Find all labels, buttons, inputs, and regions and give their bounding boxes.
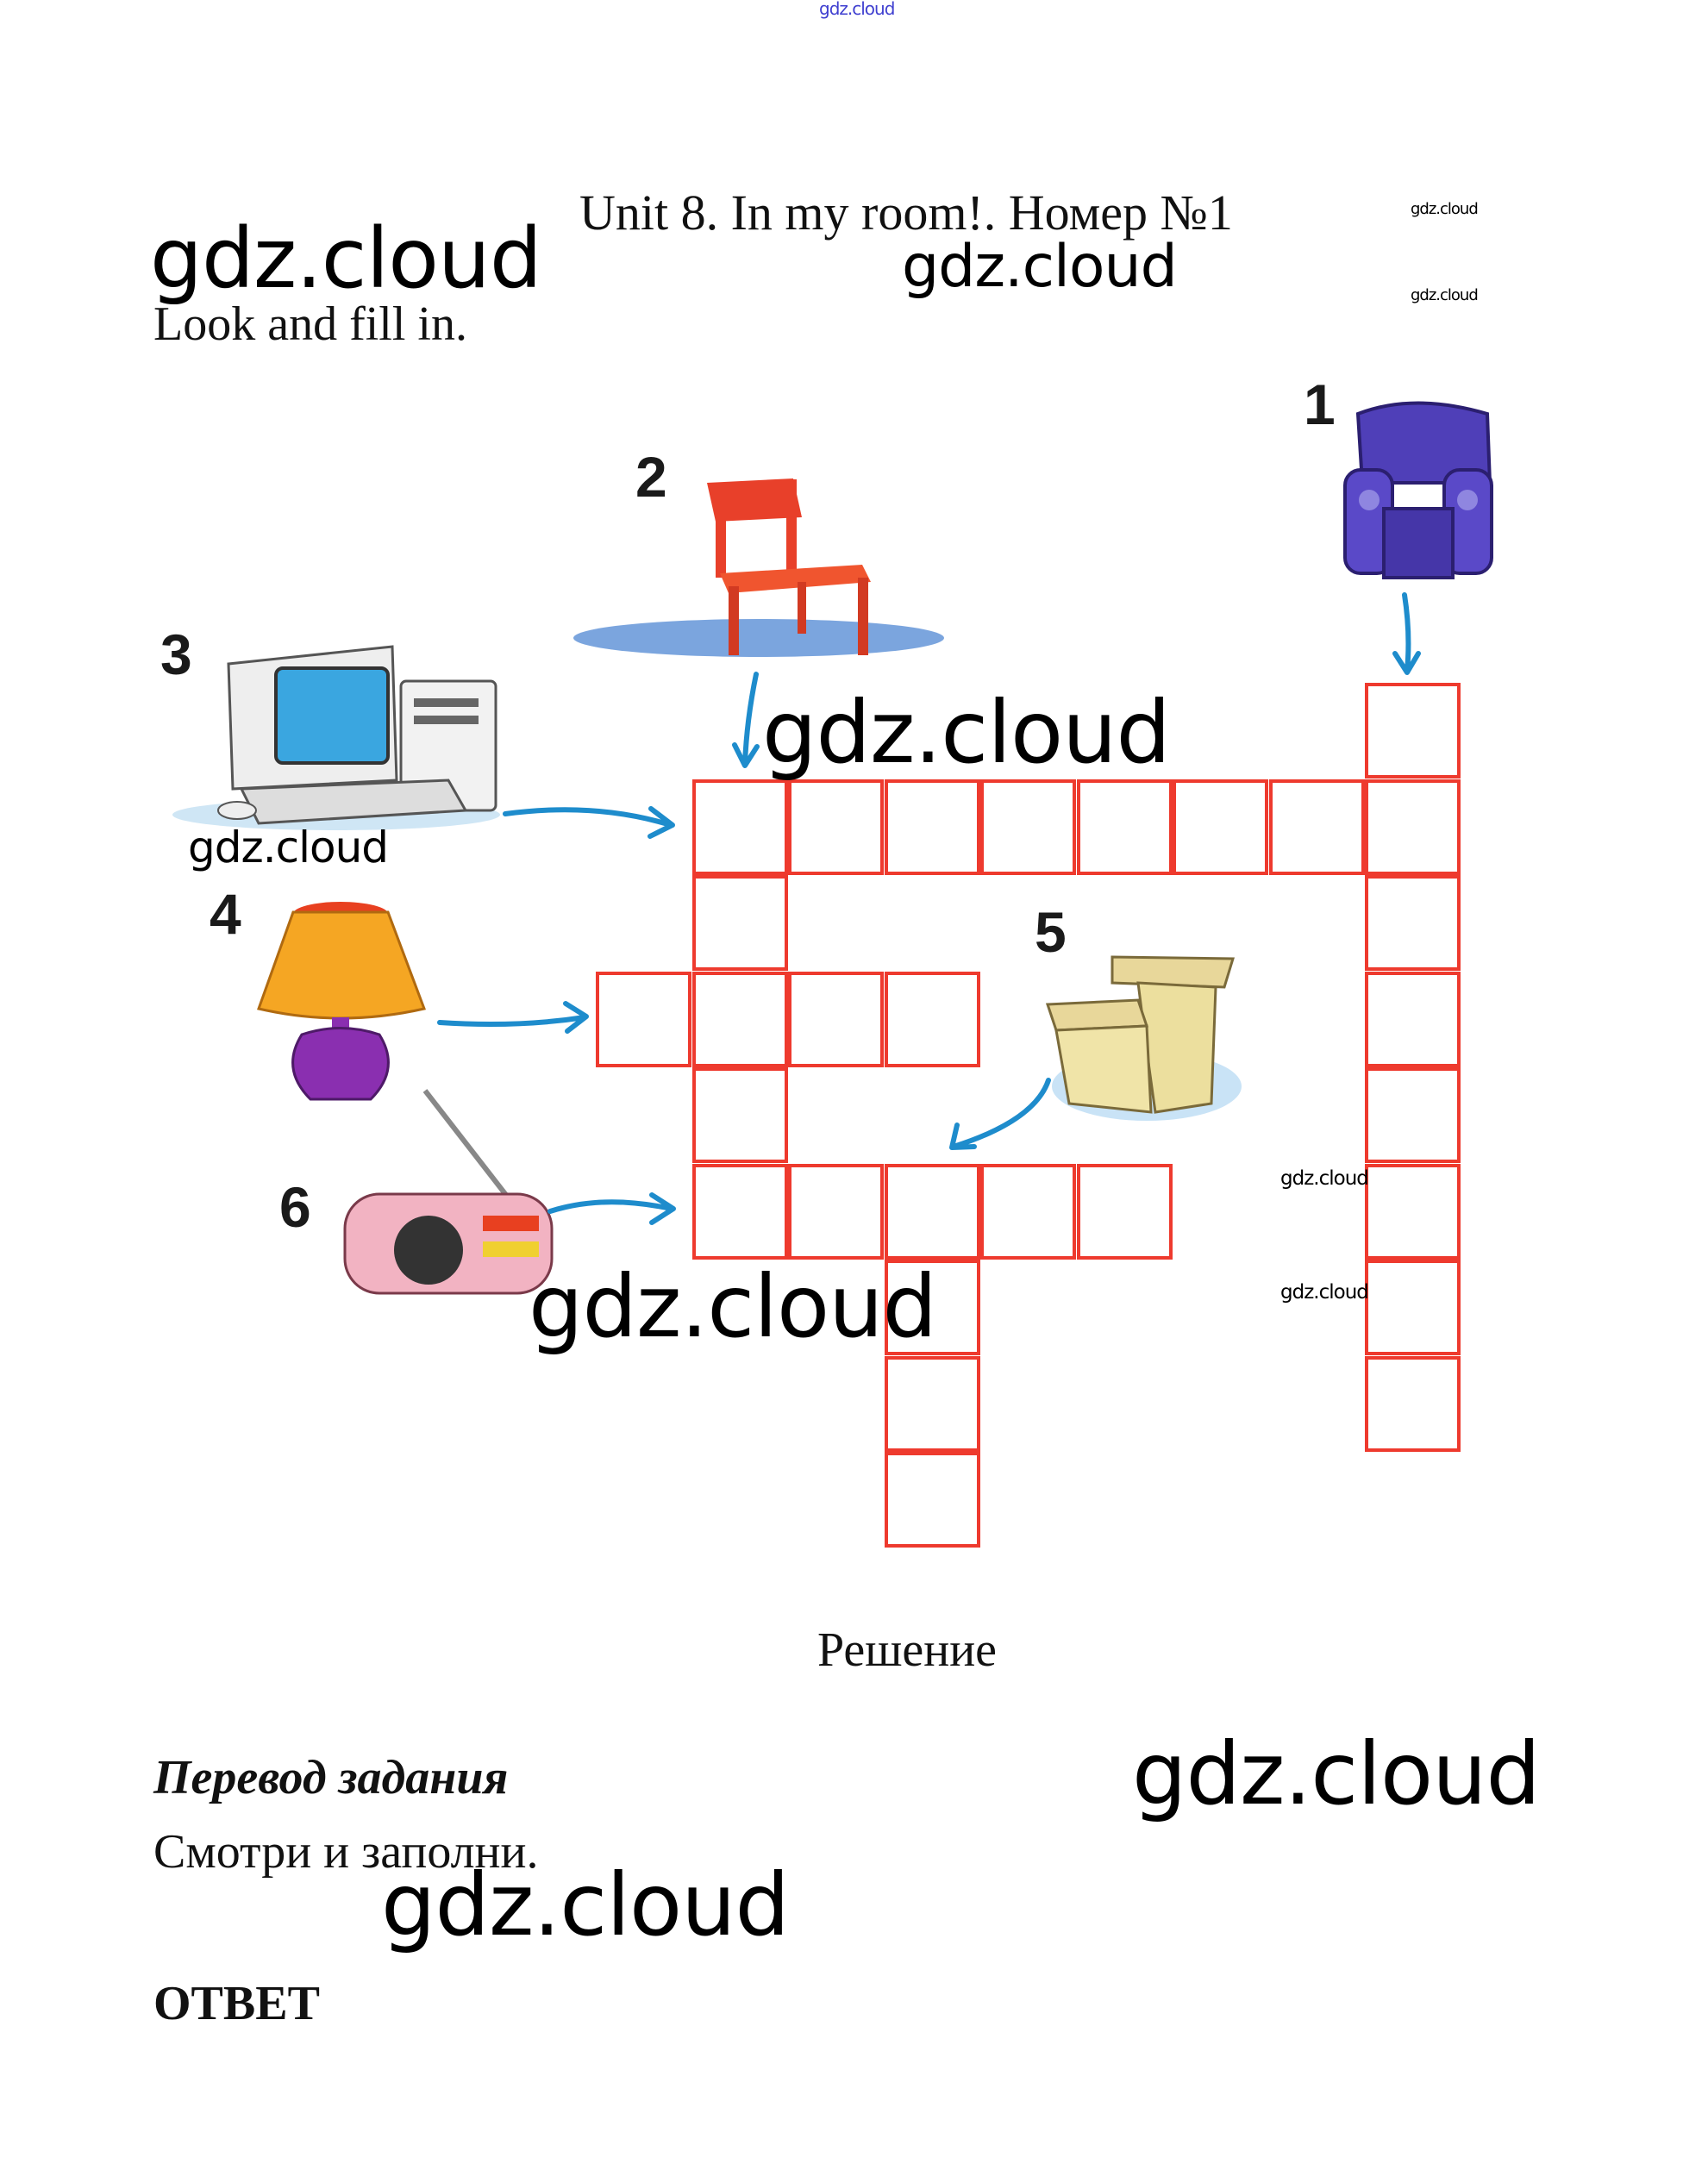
translation-text: Смотри и заполни. xyxy=(153,1825,539,1879)
clue-number-3: 3 xyxy=(160,622,192,686)
crossword-cell[interactable] xyxy=(596,971,691,1067)
crossword-cell[interactable] xyxy=(691,875,788,971)
crossword-cell[interactable] xyxy=(884,971,980,1067)
crossword-cell[interactable] xyxy=(788,779,884,875)
clue-number-2: 2 xyxy=(635,445,667,509)
crossword-cell[interactable] xyxy=(691,1067,788,1163)
crossword-cell[interactable] xyxy=(1365,1260,1461,1355)
crossword-cell[interactable] xyxy=(884,1355,980,1452)
crossword-cell[interactable] xyxy=(691,779,788,875)
crossword-cell[interactable] xyxy=(884,779,980,875)
crossword-cell[interactable] xyxy=(1076,1163,1173,1260)
clue-number-4: 4 xyxy=(210,882,241,946)
crossword-cell[interactable] xyxy=(1173,779,1268,875)
top-watermark: gdz.cloud xyxy=(819,0,895,19)
crossword-cell[interactable] xyxy=(884,1452,980,1548)
clue-number-5: 5 xyxy=(1035,900,1067,964)
watermark: gdz.cloud xyxy=(1132,1723,1541,1824)
crossword-cell[interactable] xyxy=(1365,779,1461,875)
watermark-small: gdz.cloud xyxy=(1411,286,1479,304)
crossword-cell[interactable] xyxy=(1365,875,1461,971)
solution-heading: Решение xyxy=(817,1623,998,1677)
armchair-icon xyxy=(1343,401,1493,579)
computer-icon xyxy=(172,645,500,830)
arrow-4 xyxy=(437,1001,589,1034)
crossword-cell[interactable] xyxy=(884,1260,980,1355)
crossword-cell[interactable] xyxy=(691,971,788,1067)
watermark-small: gdz.cloud xyxy=(1280,1167,1369,1190)
arrow-2 xyxy=(732,672,760,768)
crossword-cell[interactable] xyxy=(1365,1355,1461,1452)
watermark: gdz.cloud xyxy=(381,1854,790,1955)
watermark: gdz.cloud xyxy=(762,682,1171,783)
arrow-3 xyxy=(503,806,675,839)
crossword-cell[interactable] xyxy=(788,1163,884,1260)
crossword-cell[interactable] xyxy=(1365,683,1461,779)
watermark: gdz.cloud xyxy=(150,210,542,307)
crossword-cell[interactable] xyxy=(980,779,1076,875)
crossword-cell[interactable] xyxy=(1365,1067,1461,1163)
page-title: Unit 8. In my room!. Номер №1 xyxy=(579,184,1233,241)
watermark-small: gdz.cloud xyxy=(1411,200,1479,218)
answer-heading: ОТВЕТ xyxy=(153,1977,320,2030)
chair-icon xyxy=(573,478,944,657)
arrow-6 xyxy=(547,1192,676,1225)
crossword-cell[interactable] xyxy=(1365,1163,1461,1260)
clue-number-6: 6 xyxy=(279,1175,311,1239)
crossword-cell[interactable] xyxy=(1268,779,1365,875)
desk-icon xyxy=(1045,955,1242,1121)
lamp-icon xyxy=(257,902,427,1101)
watermark: gdz.cloud xyxy=(902,233,1178,301)
arrow-1 xyxy=(1392,592,1421,675)
crossword-cell[interactable] xyxy=(884,1163,980,1260)
crossword-cell[interactable] xyxy=(691,1163,788,1260)
crossword-cell[interactable] xyxy=(980,1163,1076,1260)
watermark-small: gdz.cloud xyxy=(1280,1281,1369,1304)
arrow-5 xyxy=(949,1078,1051,1150)
instruction: Look and fill in. xyxy=(153,297,467,351)
crossword-cell[interactable] xyxy=(1365,971,1461,1067)
crossword-cell[interactable] xyxy=(788,971,884,1067)
radio-icon xyxy=(343,1089,554,1295)
crossword-cell[interactable] xyxy=(1076,779,1173,875)
clue-number-1: 1 xyxy=(1304,372,1336,436)
watermark: gdz.cloud xyxy=(529,1256,937,1357)
watermark: gdz.cloud xyxy=(188,822,389,872)
translation-heading: Перевод задания xyxy=(153,1751,509,1804)
